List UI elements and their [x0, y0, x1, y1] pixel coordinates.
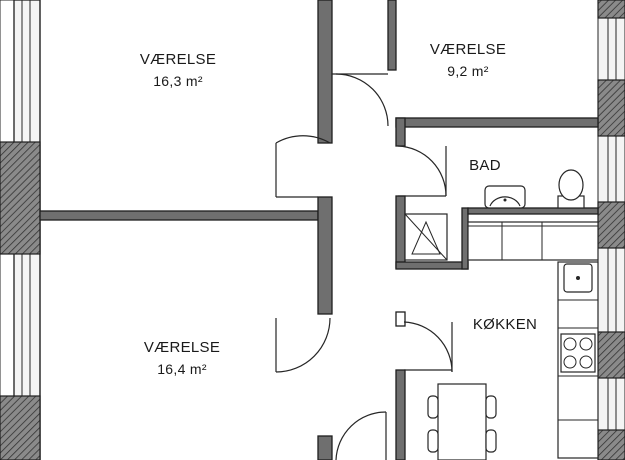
kitchen-name: KØKKEN — [472, 316, 538, 333]
room1-area: 16,3 m² — [153, 73, 203, 89]
room2-name: VÆRELSE — [429, 41, 507, 58]
doors — [275, 73, 453, 460]
interior-walls — [39, 0, 599, 460]
toilet — [557, 169, 585, 209]
room2-area: 9,2 m² — [447, 63, 489, 79]
window-left-upper — [0, 141, 41, 255]
bath-name: BAD — [469, 157, 501, 174]
room3-area: 16,4 m² — [157, 361, 207, 377]
room1-name: VÆRELSE — [139, 51, 217, 68]
dining-table — [427, 383, 497, 460]
kitchen-fixtures — [467, 221, 599, 459]
stove — [560, 333, 596, 373]
window-left-lower — [0, 395, 41, 460]
bath-fixtures — [404, 169, 585, 261]
left-exterior-wall — [0, 0, 41, 460]
right-exterior-wall — [597, 0, 625, 460]
room3-name: VÆRELSE — [143, 339, 221, 356]
